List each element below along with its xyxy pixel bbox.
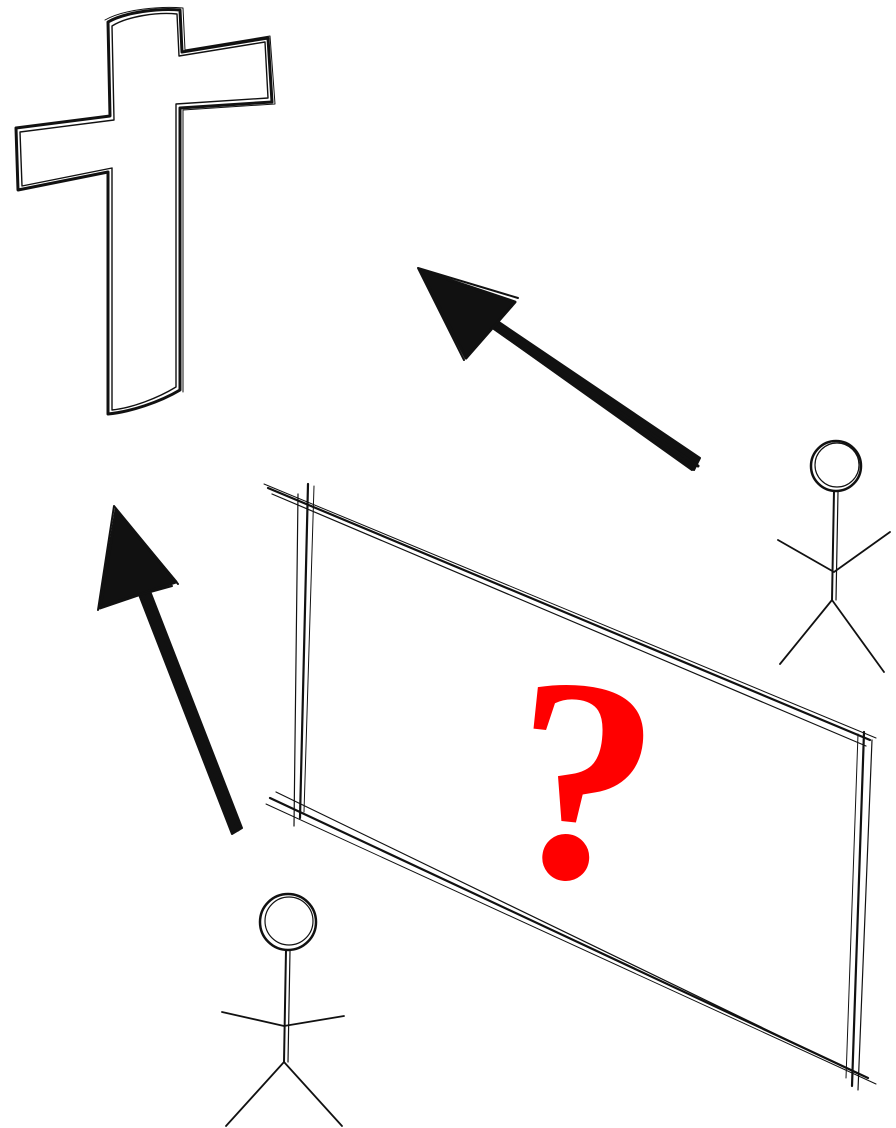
stick-figure-right xyxy=(777,439,891,673)
question-mark: ? xyxy=(494,614,672,948)
cross-icon xyxy=(14,6,276,416)
arrow-up-icon xyxy=(97,505,243,835)
stick-figure-bottom xyxy=(221,892,345,1127)
arrow-up-left-icon xyxy=(417,267,701,471)
barrier-rectangle xyxy=(263,482,877,1091)
